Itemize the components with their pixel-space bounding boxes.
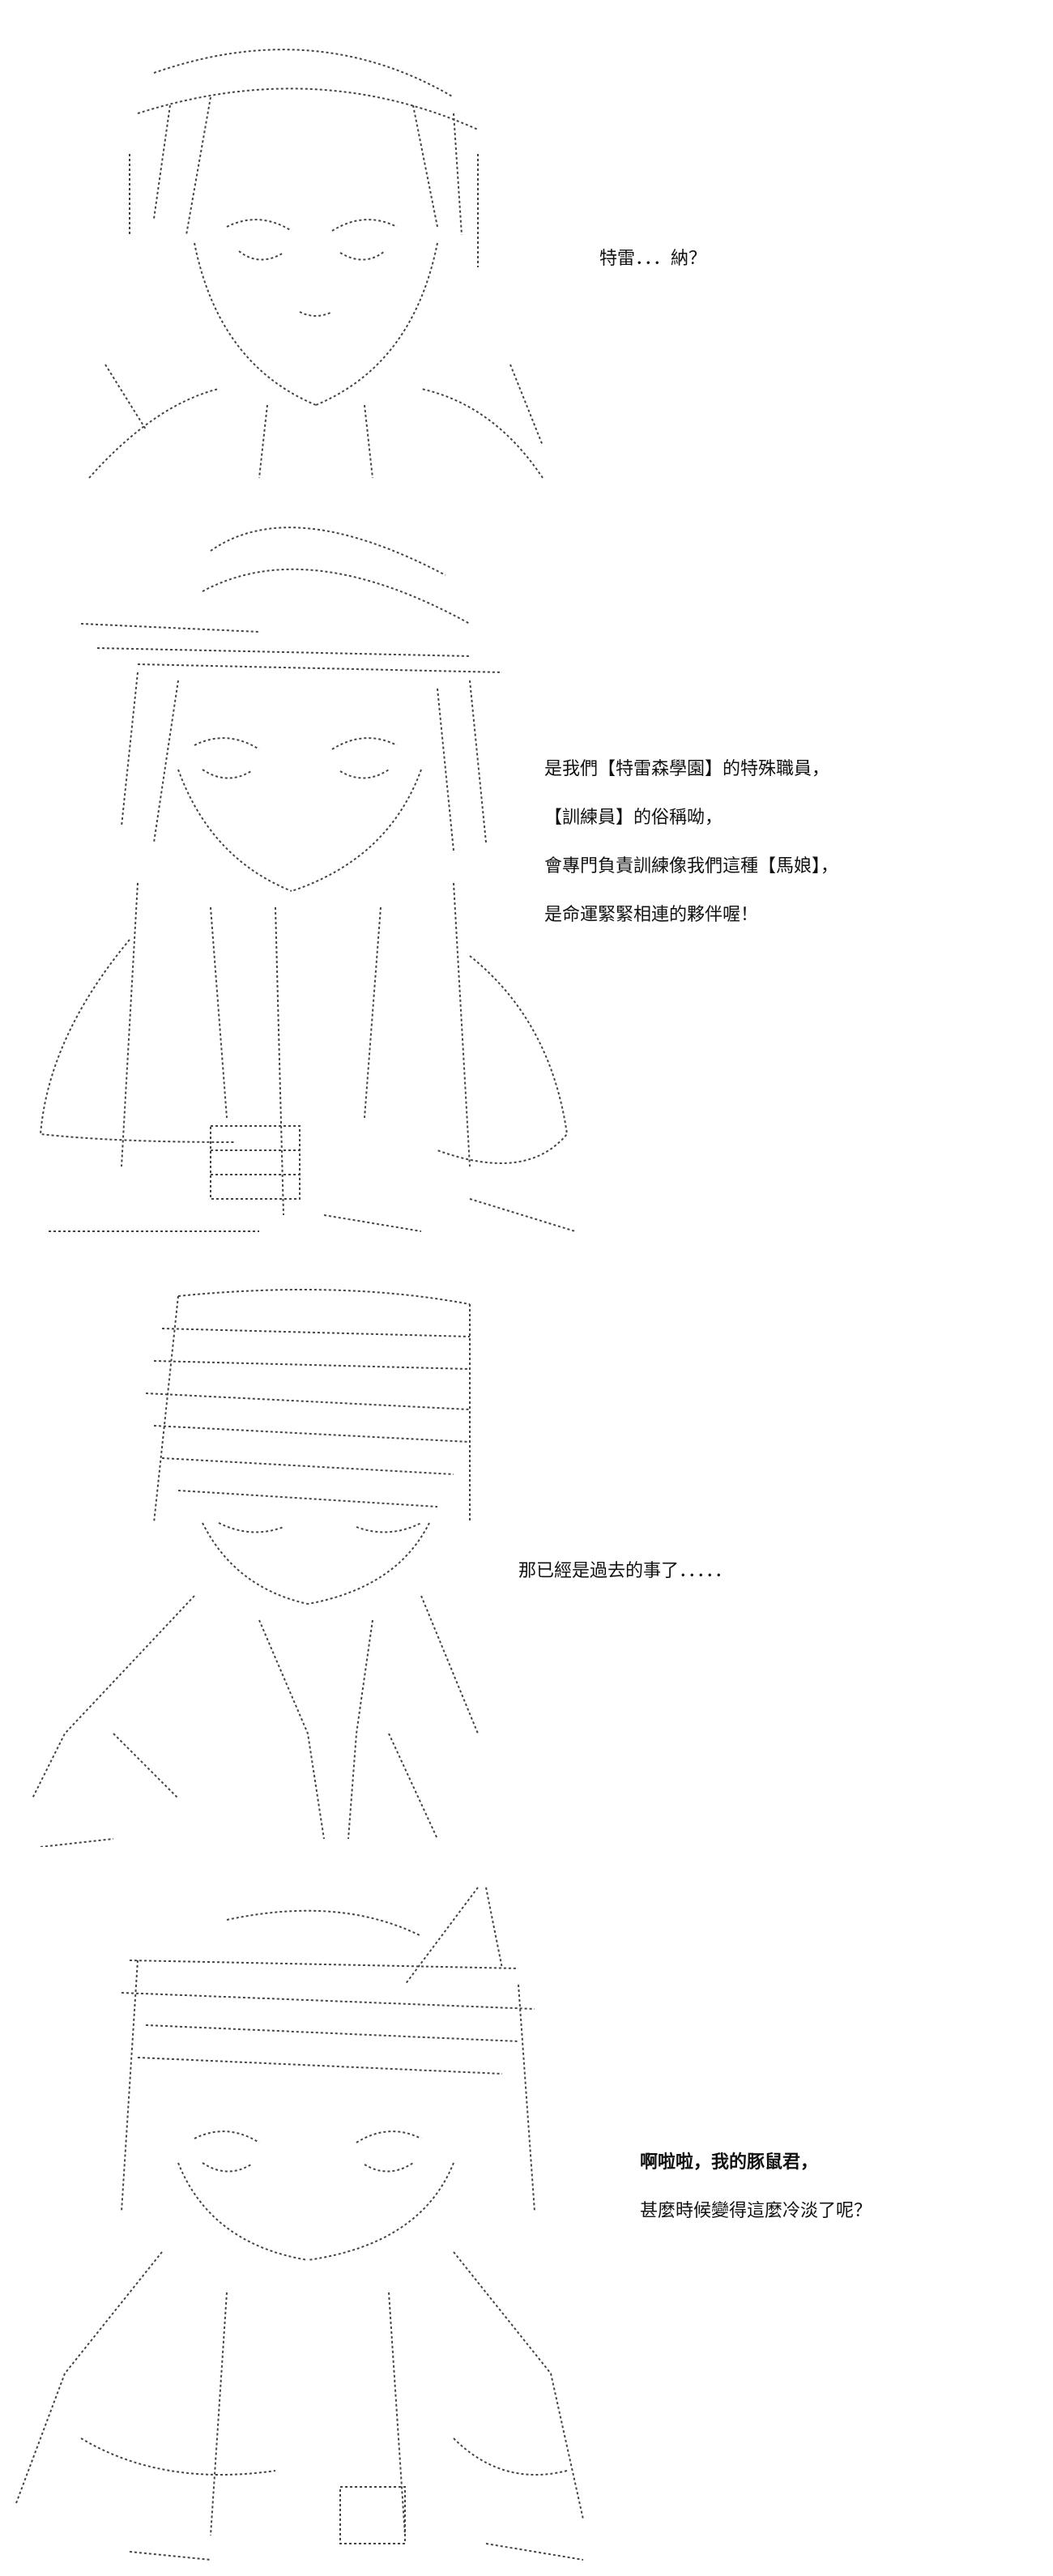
panel-1: 特雷．．．納？ <box>0 0 1053 486</box>
panel-3: 那已經是過去的事了．．．．． <box>0 1272 1053 1855</box>
dialogue-line: 會專門負責訓練像我們這種【馬娘】， <box>544 856 839 876</box>
ascii-art-trainer-with-cap-icon <box>16 502 575 1247</box>
dialogue-line: 是命運緊緊相連的夥伴喔！ <box>544 905 759 925</box>
dialogue-panel-4: 啊啦啦，我的豚鼠君， 甚麼時候變得這麼冷淡了呢？ <box>640 2139 872 2236</box>
dialogue-line: 【訓練員】的俗稱呦， <box>544 808 723 828</box>
dialogue-panel-2: 是我們【特雷森學園】的特殊職員， 【訓練員】的俗稱呦， 會專門負責訓練像我們這種… <box>544 745 838 940</box>
dialogue-line: 特雷．．．納？ <box>599 249 707 269</box>
ascii-art-girl-portrait-icon <box>57 24 575 486</box>
dialogue-panel-1: 特雷．．．納？ <box>599 235 706 284</box>
dialogue-panel-3: 那已經是過去的事了．．．．． <box>518 1547 732 1596</box>
ascii-art-horse-girl-with-ears-icon <box>0 1871 599 2568</box>
panel-2: 是我們【特雷森學園】的特殊職員， 【訓練員】的俗稱呦， 會專門負責訓練像我們這種… <box>0 494 1053 1256</box>
dialogue-line: 啊啦啦，我的豚鼠君， <box>640 2152 819 2173</box>
dialogue-line: 那已經是過去的事了．．．．． <box>518 1561 733 1581</box>
ascii-art-girl-looking-down-icon <box>16 1280 502 1847</box>
dialogue-line: 是我們【特雷森學園】的特殊職員， <box>544 759 830 779</box>
panel-4: 啊啦啦，我的豚鼠君， 甚麼時候變得這麼冷淡了呢？ <box>0 1863 1053 2576</box>
dialogue-line: 甚麼時候變得這麼冷淡了呢？ <box>640 2201 872 2221</box>
